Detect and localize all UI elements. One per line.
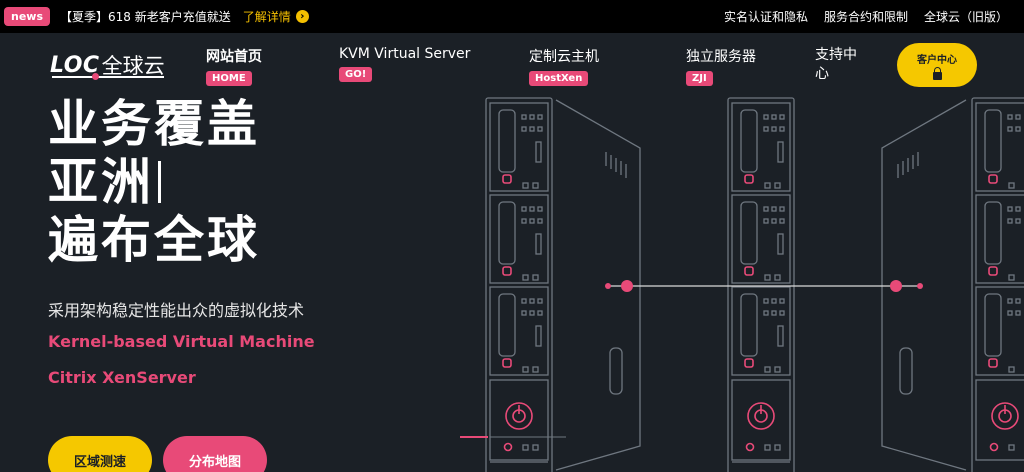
top-news-bar: news 【夏季】618 新老客户充值就送 了解详情 › 实名认证和隐私 服务合… bbox=[0, 0, 1024, 33]
top-link-realname-privacy[interactable]: 实名认证和隐私 bbox=[723, 10, 808, 24]
nav-item-support[interactable]: 支持中心 bbox=[815, 46, 863, 84]
nav-item-kvm-label: KVM Virtual Server bbox=[339, 46, 471, 62]
region-speedtest-button[interactable]: 区域测速 bbox=[48, 436, 152, 472]
top-link-service-contract[interactable]: 服务合约和限制 bbox=[823, 10, 908, 24]
typing-cursor bbox=[158, 161, 161, 203]
hero-tech-xen: Citrix XenServer bbox=[48, 368, 196, 387]
hero-line-2-wrap: 亚洲 bbox=[48, 153, 260, 211]
logo-latin: LOC bbox=[50, 52, 100, 78]
client-center-button[interactable]: 客户中心 bbox=[897, 43, 977, 87]
client-center-label: 客户中心 bbox=[917, 54, 957, 66]
nav-item-custom-cloud-label: 定制云主机 bbox=[529, 49, 599, 65]
hero-line-3: 遍布全球 bbox=[48, 211, 260, 269]
logo-chinese: 全球云 bbox=[101, 54, 165, 78]
nav-item-home-tag: HOME bbox=[206, 71, 252, 86]
hero-line-1: 业务覆盖 bbox=[48, 95, 260, 153]
promo-message: 【夏季】618 新老客户充值就送 bbox=[60, 10, 231, 24]
lock-icon bbox=[932, 66, 942, 80]
server-door-1 bbox=[555, 99, 641, 471]
promo-details-label: 了解详情 bbox=[242, 10, 291, 24]
distribution-map-button[interactable]: 分布地图 bbox=[163, 436, 267, 472]
nav-item-custom-cloud-tag: HostXen bbox=[529, 71, 589, 86]
nav-item-dedicated[interactable]: 独立服务器 ZJI bbox=[686, 46, 756, 86]
hero-subtitle: 采用架构稳定性能出众的虚拟化技术 bbox=[48, 301, 305, 320]
site-logo[interactable]: LOC 全球云 bbox=[50, 50, 165, 80]
nav-item-dedicated-label: 独立服务器 bbox=[686, 49, 756, 65]
news-badge: news bbox=[4, 7, 51, 26]
nav-item-kvm-tag: GO! bbox=[339, 67, 373, 82]
server-rack-2 bbox=[727, 97, 795, 472]
server-rack-3 bbox=[971, 97, 1024, 472]
top-links: 实名认证和隐私 服务合约和限制 全球云（旧版） bbox=[724, 0, 1008, 33]
logo-underline bbox=[52, 76, 164, 78]
nav-item-home[interactable]: 网站首页 HOME bbox=[206, 46, 262, 86]
promo-text: 【夏季】618 新老客户充值就送 了解详情 › bbox=[60, 8, 309, 25]
server-rack-1 bbox=[485, 97, 553, 472]
hero-title: 业务覆盖 亚洲 遍布全球 bbox=[48, 95, 260, 269]
nav-item-kvm[interactable]: KVM Virtual Server GO! bbox=[339, 46, 470, 82]
nav-item-home-label: 网站首页 bbox=[206, 49, 262, 65]
hero-line-2: 亚洲 bbox=[48, 153, 154, 211]
nav-item-custom-cloud[interactable]: 定制云主机 HostXen bbox=[529, 46, 599, 86]
nav-item-dedicated-tag: ZJI bbox=[686, 71, 713, 86]
server-door-2 bbox=[881, 99, 967, 471]
logo-dot-icon bbox=[92, 73, 99, 80]
arrow-right-icon: › bbox=[295, 10, 309, 23]
hero-tech-kvm: Kernel-based Virtual Machine bbox=[48, 332, 315, 351]
top-link-old-version[interactable]: 全球云（旧版） bbox=[923, 10, 1008, 24]
nav-item-support-label: 支持中心 bbox=[815, 47, 857, 82]
promo-details-link[interactable]: 了解详情 › bbox=[243, 8, 309, 25]
